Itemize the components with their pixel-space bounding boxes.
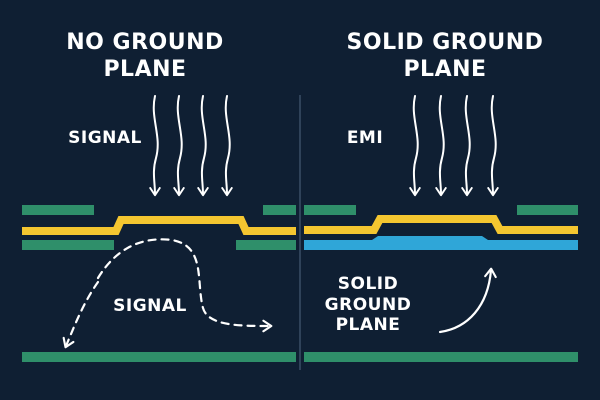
right-panel-title: SOLID GROUND PLANE — [320, 30, 570, 84]
right-panel-layers — [304, 205, 578, 362]
left-top-copper-pad-right — [263, 205, 296, 215]
left-panel-layers — [22, 205, 296, 362]
dashed-curved-arrow-icon — [96, 238, 273, 333]
wavy-arrow-icon — [435, 95, 447, 197]
right-plane-label-line3: PLANE — [335, 315, 401, 336]
left-title-line2: PLANE — [103, 56, 187, 82]
wavy-arrow-icon — [409, 95, 421, 197]
left-bottom-copper — [22, 352, 296, 362]
right-arrows-label: EMI — [346, 128, 384, 148]
right-plane-label: SOLID GROUND PLANE — [318, 274, 418, 336]
right-solid-ground-plane — [304, 236, 578, 250]
left-inner-copper-left — [22, 240, 114, 250]
right-signal-trace — [304, 215, 578, 234]
left-return-path-label: SIGNAL — [113, 296, 187, 316]
wavy-arrow-icon — [461, 95, 473, 197]
right-title-line1: SOLID GROUND — [346, 30, 544, 55]
right-plane-label-line1: SOLID — [337, 274, 399, 294]
wavy-arrow-icon — [487, 95, 499, 197]
right-title-line2: PLANE — [403, 56, 487, 82]
left-top-copper-pad-left — [22, 205, 94, 215]
left-title-line1: NO GROUND — [66, 30, 224, 55]
curved-arrow-icon — [438, 267, 497, 334]
left-arrows-label: SIGNAL — [68, 128, 142, 148]
left-signal-trace — [22, 216, 296, 235]
wavy-arrow-icon — [173, 95, 185, 197]
right-top-copper-pad-right — [517, 205, 578, 215]
right-bottom-copper — [304, 352, 578, 362]
left-panel-title: NO GROUND PLANE — [40, 30, 250, 84]
left-wavy-arrows — [149, 95, 233, 197]
right-top-copper-pad-left — [304, 205, 356, 215]
right-plane-label-line2: GROUND — [324, 294, 412, 315]
right-wavy-arrows — [409, 95, 499, 197]
wavy-arrow-icon — [197, 95, 209, 197]
wavy-arrow-icon — [221, 95, 233, 197]
dashed-curved-arrow-icon — [62, 280, 100, 349]
left-inner-copper-right — [236, 240, 296, 250]
wavy-arrow-icon — [149, 95, 161, 197]
